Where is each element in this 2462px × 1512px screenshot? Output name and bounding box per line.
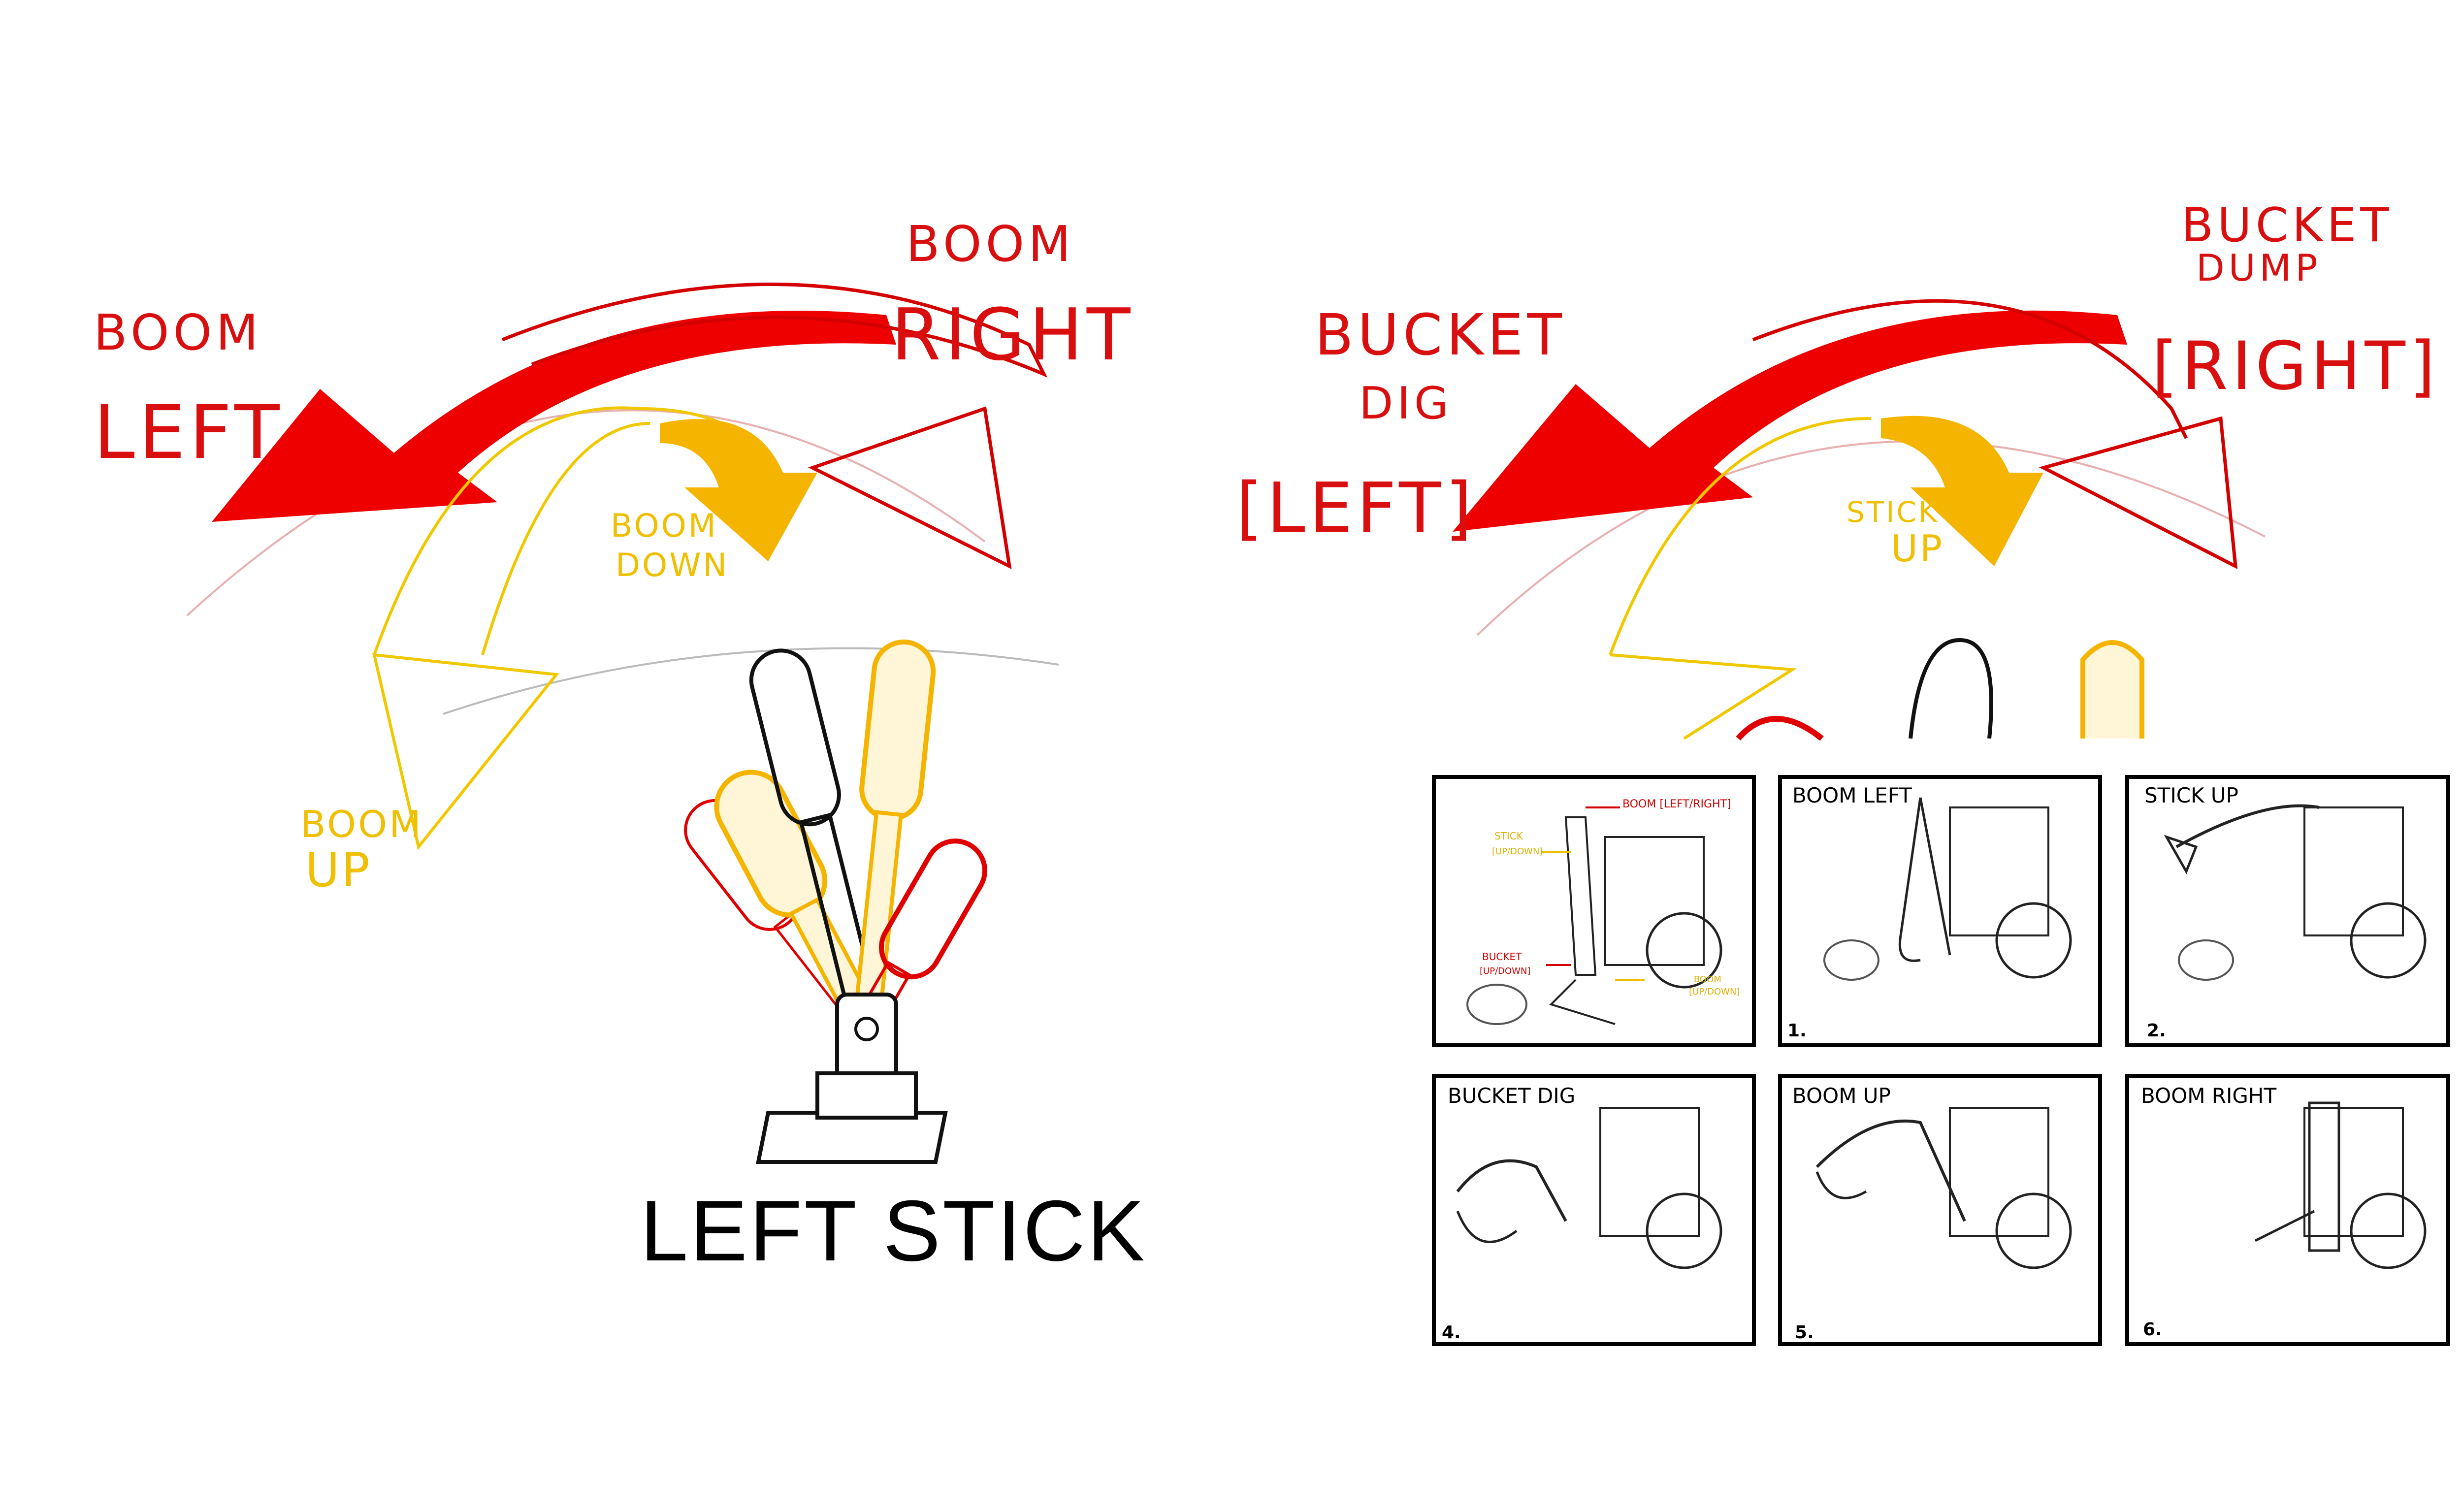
joystick-top-icon xyxy=(1909,638,1993,739)
guide-arc xyxy=(1476,440,2266,636)
bucket-dig-label-2: DIG xyxy=(1359,378,1453,429)
annotation-boom-ud-1: BOOM xyxy=(1694,974,1721,985)
annotation-stick-1: STICK xyxy=(1494,830,1523,842)
panel-2-label: STICK UP xyxy=(2144,783,2238,807)
bucket-dump-label-1: BUCKET xyxy=(2181,198,2393,253)
storyboard: BOOM [LEFT/RIGHT] STICK [UP/DOWN] BUCKET… xyxy=(1432,775,2450,1346)
stick-up-arrow-icon xyxy=(1881,416,2043,566)
left-stick-caption: LEFT STICK xyxy=(640,1183,1147,1279)
panel-5: BOOM UP 5. xyxy=(1778,1074,2102,1346)
panel-6: BOOM RIGHT 6. xyxy=(2125,1074,2450,1346)
boom-down-label-bottom: DOWN xyxy=(616,547,729,584)
panel-4-number: 4. xyxy=(1442,1322,1461,1343)
joystick-top-red xyxy=(1736,716,1824,741)
stick-up-label-2: UP xyxy=(1891,527,1944,570)
panel-4: BUCKET DIG 4. xyxy=(1432,1074,1756,1346)
panel-overview: BOOM [LEFT/RIGHT] STICK [UP/DOWN] BUCKET… xyxy=(1432,775,1756,1047)
joystick-top-yellow xyxy=(2080,640,2144,739)
annotation-bucket-1: BUCKET xyxy=(1482,951,1522,963)
left-stick-diagram: BOOM LEFT BOOM RIGHT BOOM DOWN BOOM UP L… xyxy=(94,215,1147,1279)
stick-arc xyxy=(1609,417,1872,656)
panel-5-number: 5. xyxy=(1795,1322,1814,1343)
joystick-icon xyxy=(684,639,987,1164)
bucket-dump-arc xyxy=(1752,299,2188,439)
boom-up-label-top: BOOM xyxy=(300,803,423,846)
annotation-bucket-2: [UP/DOWN] xyxy=(1480,966,1530,976)
boom-up-arc xyxy=(373,406,754,656)
boom-right-label-top: BOOM xyxy=(906,215,1075,273)
panel-6-label: BOOM RIGHT xyxy=(2141,1084,2276,1108)
boom-right-label-bottom: RIGHT xyxy=(891,293,1134,377)
boom-up-arrowhead-icon xyxy=(372,653,559,850)
boom-down-label-top: BOOM xyxy=(611,508,718,545)
bucket-dump-label-3: [RIGHT] xyxy=(2152,327,2439,405)
boom-down-arrow-icon xyxy=(660,419,817,561)
annotation-boom-ud-2: [UP/DOWN] xyxy=(1689,987,1740,997)
right-stick-diagram: BUCKET DIG [LEFT] BUCKET DUMP [RIGHT] ST… xyxy=(1236,198,2439,741)
guide-arc xyxy=(443,647,1059,715)
boom-up-label-bottom: UP xyxy=(305,843,372,898)
panel-6-number: 6. xyxy=(2143,1319,2162,1340)
stick-up-label-1: STICK xyxy=(1846,495,1939,529)
panel-1: BOOM LEFT 1. xyxy=(1778,775,2102,1047)
guide-arc xyxy=(186,409,986,616)
bucket-dig-arrow-icon xyxy=(1453,310,2127,532)
boom-left-label-bottom: LEFT xyxy=(94,390,284,476)
boom-right-arc xyxy=(501,283,1048,378)
boom-right-arrowhead-icon xyxy=(808,406,1012,570)
panel-5-label: BOOM UP xyxy=(1792,1084,1891,1108)
annotation-stick-2: [UP/DOWN] xyxy=(1492,846,1543,857)
panel-1-number: 1. xyxy=(1787,1021,1807,1041)
panel-1-label: BOOM LEFT xyxy=(1792,783,1912,807)
annotation-boom: BOOM [LEFT/RIGHT] xyxy=(1622,798,1731,810)
boom-left-arrow-icon xyxy=(212,311,896,522)
panel-2-number: 2. xyxy=(2147,1021,2166,1041)
bucket-dig-label-1: BUCKET xyxy=(1315,302,1566,368)
bucket-dig-label-3: [LEFT] xyxy=(1236,468,1476,548)
panel-2: STICK UP 2. xyxy=(2125,775,2450,1047)
bucket-dump-label-2: DUMP xyxy=(2196,246,2322,290)
boom-left-label-top: BOOM xyxy=(94,304,262,361)
panel-4-label: BUCKET DIG xyxy=(1448,1084,1575,1108)
boom-up-arc-inner xyxy=(481,422,650,655)
stick-arrowhead xyxy=(1610,653,1797,740)
bucket-dump-arrowhead-icon xyxy=(2039,416,2238,570)
